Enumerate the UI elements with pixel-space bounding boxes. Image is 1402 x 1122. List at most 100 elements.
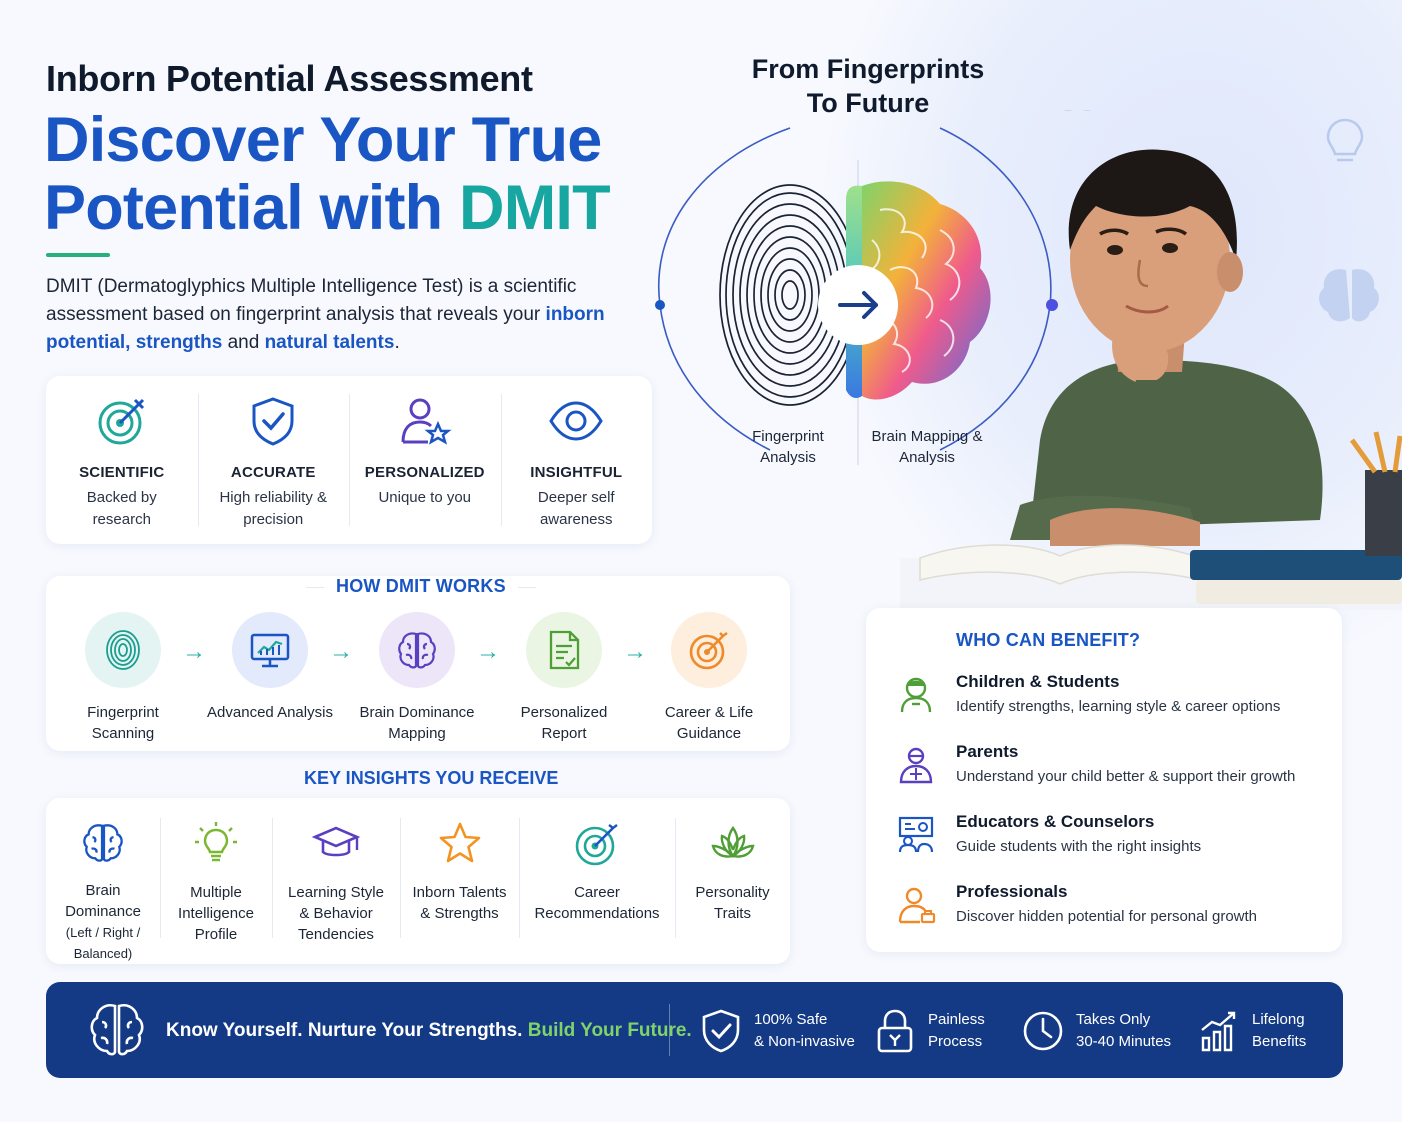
step-label: Fingerprint Scanning <box>87 704 159 742</box>
lock-icon <box>877 1009 913 1053</box>
visual-title-line1: From Fingerprints <box>751 54 985 84</box>
how-title: HOW DMIT WORKS <box>324 576 518 597</box>
tagline-b: Build Your Future. <box>527 1020 692 1041</box>
insight-label: Brain Dominance (Left / Right / Balanced) <box>46 880 160 964</box>
intro-a: DMIT (Dermatoglyphics Multiple Intellige… <box>46 276 577 325</box>
graduation-cap-icon <box>312 826 360 857</box>
accent-rule <box>46 253 110 257</box>
target-icon <box>575 824 618 866</box>
who-row-parents: Parents Understand your child better & s… <box>896 742 1326 785</box>
arrow-icon: → <box>182 638 206 665</box>
feature-scientific: SCIENTIFIC Backed by research <box>46 376 198 544</box>
step-label: Personalized Report <box>520 704 608 742</box>
who-row-children: Children & Students Identify strengths, … <box>896 672 1326 715</box>
footer-item-line1: Lifelong <box>1252 1011 1305 1028</box>
lightbulb-icon <box>195 822 237 862</box>
orbit-dot <box>1046 299 1058 311</box>
boy-illustration <box>900 110 1402 610</box>
growth-chart-icon <box>1201 1011 1236 1052</box>
feature-accurate: ACCURATE High reliability & precision <box>197 376 350 544</box>
who-text: Children & Students Identify strengths, … <box>956 672 1280 715</box>
insight-label: Career Recommendations <box>534 884 660 922</box>
insight-personality: Personality Traits <box>675 798 790 964</box>
insight-sub: (Left / Right / Balanced) <box>65 925 141 961</box>
student-icon <box>900 677 932 713</box>
fingerprint-analysis-label: Fingerprint Analysis <box>752 428 824 466</box>
who-desc: Understand your child better & support t… <box>956 768 1296 785</box>
how-dmit-works-card: HOW DMIT WORKS Fingerprint Scanning → Ad… <box>46 576 790 751</box>
shield-check-icon <box>702 1009 740 1053</box>
key-insights-title: KEY INSIGHTS YOU RECEIVE <box>304 768 559 788</box>
monitor-chart-icon <box>250 633 290 668</box>
insight-talents: Inborn Talents & Strengths <box>400 798 519 964</box>
who-heading: Educators & Counselors <box>956 812 1155 831</box>
orbit-arc-left <box>658 127 791 451</box>
insight-label: Inborn Talents & Strengths <box>412 884 507 922</box>
footer-item-line2: Benefits <box>1252 1033 1307 1050</box>
brain-icon <box>90 1004 144 1056</box>
brain-icon <box>83 824 123 862</box>
who-row-educators: Educators & Counselors Guide students wi… <box>896 812 1326 855</box>
star-icon <box>439 822 480 863</box>
insight-label: Learning Style & Behavior Tendencies <box>288 884 384 943</box>
step-circle <box>85 612 161 688</box>
intro-b: and <box>222 332 265 353</box>
footer-item-line1: 100% Safe <box>754 1011 828 1028</box>
insight-career: Career Recommendations <box>519 798 675 964</box>
insight-brain-dominance: Brain Dominance (Left / Right / Balanced) <box>46 798 160 964</box>
step-analysis: Advanced Analysis <box>205 612 335 723</box>
face <box>1070 168 1230 352</box>
lightbulb-icon <box>1326 118 1364 162</box>
visual-title: From Fingerprints To Future <box>722 52 1014 120</box>
target-icon <box>689 632 728 670</box>
book-stack <box>1190 550 1402 580</box>
footer-item-text: 100% Safe & Non-invasive <box>754 1009 855 1053</box>
insight-label: Multiple Intelligence Profile <box>178 884 254 943</box>
step-circle <box>526 612 602 688</box>
who-row-professionals: Professionals Discover hidden potential … <box>896 882 1326 925</box>
feature-desc: High reliability & precision <box>219 489 328 528</box>
brain-icon <box>1319 269 1379 322</box>
step-brain: Brain Dominance Mapping <box>352 612 482 744</box>
feature-insightful: INSIGHTFUL Deeper self awareness <box>500 376 653 544</box>
arrow-icon: → <box>329 638 353 665</box>
educator-icon <box>898 816 934 853</box>
intro-paragraph: DMIT (Dermatoglyphics Multiple Intellige… <box>46 273 606 357</box>
insight-label-text: Brain Dominance <box>65 882 141 920</box>
lotus-icon <box>710 825 755 859</box>
headline-line2-a: Potential with <box>44 173 460 243</box>
feature-desc: Deeper self awareness <box>537 489 615 528</box>
insight-learning-style: Learning Style & Behavior Tendencies <box>272 798 400 964</box>
who-text: Educators & Counselors Guide students wi… <box>956 812 1201 855</box>
arrow-right-icon <box>838 291 878 319</box>
parent-icon <box>899 747 933 784</box>
who-heading: Parents <box>956 742 1019 761</box>
footer-item-line2: & Non-invasive <box>754 1033 855 1050</box>
who-heading: Children & Students <box>956 672 1120 691</box>
who-desc: Guide students with the right insights <box>956 838 1202 855</box>
who-desc: Identify strengths, learning style & car… <box>956 698 1281 715</box>
headline-dmit: DMIT <box>459 173 611 243</box>
headline-line2: Potential with DMIT <box>44 173 611 243</box>
step-career: Career & Life Guidance <box>644 612 774 744</box>
pencil-cup <box>1365 470 1402 556</box>
insight-label: Personality Traits <box>695 884 770 922</box>
target-icon <box>98 398 144 445</box>
brain-icon <box>398 632 436 669</box>
step-report: Personalized Report <box>499 612 629 744</box>
feature-desc: Backed by research <box>86 489 157 528</box>
feature-title: PERSONALIZED <box>364 464 485 481</box>
intro-highlight-1: inborn potential, strengths <box>46 304 605 353</box>
arrow-icon: → <box>476 638 500 665</box>
feature-title: INSIGHTFUL <box>530 464 623 481</box>
footer-divider <box>669 1004 670 1056</box>
footer-item-line2: 30-40 Minutes <box>1076 1033 1172 1050</box>
feature-desc: Unique to you <box>378 489 472 506</box>
arrow-icon: → <box>623 638 647 665</box>
features-card: SCIENTIFIC Backed by research ACCURATE H… <box>46 376 652 544</box>
clock-icon <box>1023 1011 1063 1051</box>
footer-item-line2: Process <box>928 1033 983 1050</box>
